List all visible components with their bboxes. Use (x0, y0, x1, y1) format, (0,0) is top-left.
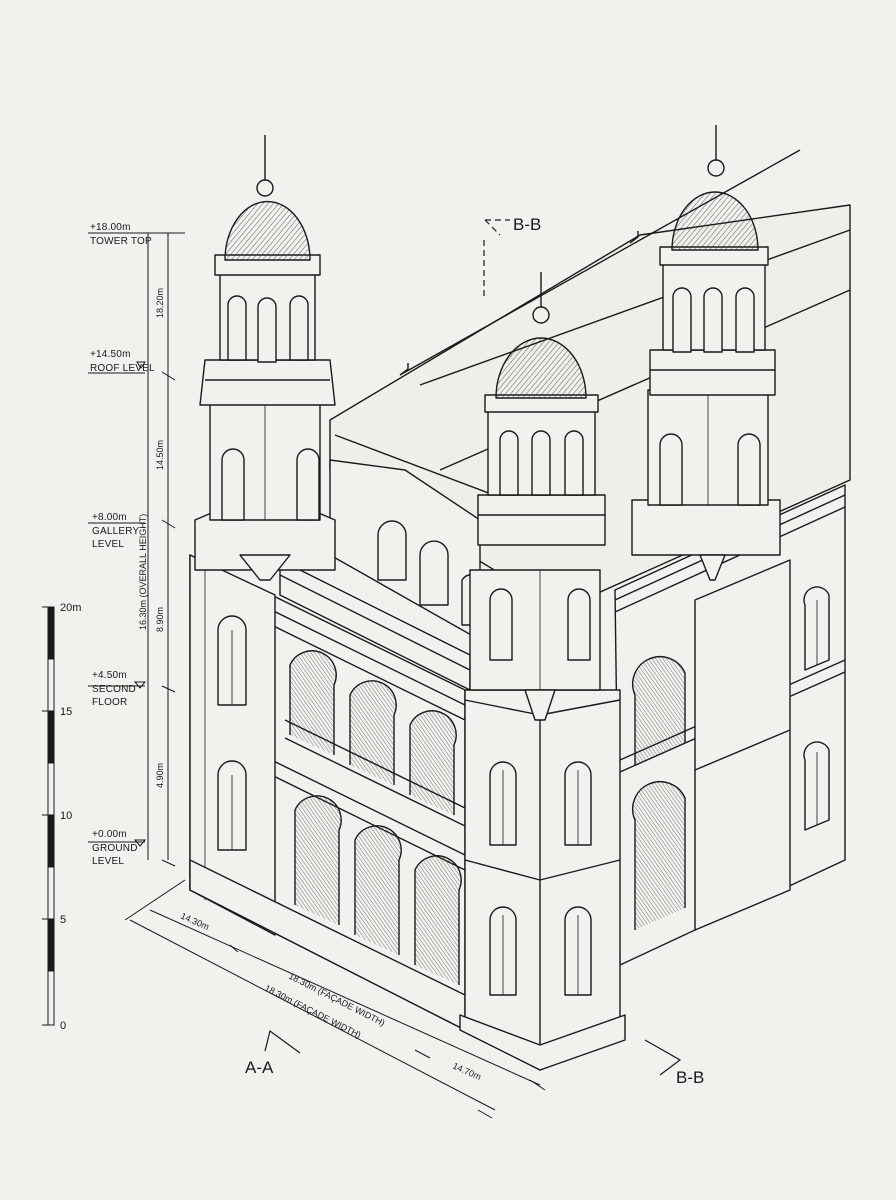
section-markers (264, 219, 682, 1076)
section-labels: A-A B-B B-B (245, 215, 704, 1087)
level-ground-name2: LEVEL (92, 856, 124, 867)
right-tower (631, 125, 781, 581)
dim-14-50: 14.50m (155, 440, 165, 470)
level-roof-value: +14.50m (90, 349, 131, 360)
building (189, 125, 851, 1071)
main-facade (189, 554, 471, 1031)
scale-label-10: 10 (60, 810, 72, 822)
scale-label-5: 5 (60, 914, 66, 926)
scale-label-15: 15 (60, 706, 72, 718)
scale-label-20: 20m (60, 602, 81, 614)
right-wing (614, 484, 846, 966)
level-gallery-value: +8.00m (92, 512, 127, 523)
horizontal-dimension-lines (124, 879, 546, 1119)
dim-right-width: 14.70m (451, 1061, 483, 1082)
left-tower (194, 135, 336, 581)
level-gallery-name2: LEVEL (92, 539, 124, 550)
scale-label-0: 0 (60, 1020, 66, 1032)
level-second-name2: FLOOR (92, 697, 127, 708)
level-ground-value: +0.00m (92, 829, 127, 840)
dim-4-90: 4.90m (155, 763, 165, 788)
dim-18-20: 18.20m (155, 288, 165, 318)
dim-overall-height: 16.30m (OVERALL HEIGHT) (138, 514, 148, 630)
level-roof-name: ROOF LEVEL (90, 363, 155, 374)
vertical-dimension-labels: 16.30m (OVERALL HEIGHT) 18.20m 14.50m 8.… (138, 288, 165, 788)
section-b-b-top: B-B (513, 215, 541, 234)
center-tower (469, 272, 606, 721)
dim-left-width: 14.30m (179, 911, 211, 932)
level-tower-top-name: TOWER TOP (90, 236, 152, 247)
dim-8-90: 8.90m (155, 607, 165, 632)
section-b-b-bottom: B-B (676, 1068, 704, 1087)
central-pavilion (459, 689, 626, 1071)
level-tower-top-value: +18.00m (90, 222, 131, 233)
scale-bar-labels: 20m 15 10 5 0 (60, 602, 81, 1032)
section-a-a: A-A (245, 1058, 274, 1077)
level-gallery-name: GALLERY (92, 526, 139, 537)
vertical-dimension-lines (147, 232, 176, 867)
level-ground-name: GROUND (92, 843, 138, 854)
level-second-value: +4.50m (92, 670, 127, 681)
scale-bar (42, 606, 55, 1026)
level-labels: +18.00m TOWER TOP +14.50m ROOF LEVEL +8.… (90, 222, 155, 867)
level-second-name: SECOND (92, 684, 136, 695)
